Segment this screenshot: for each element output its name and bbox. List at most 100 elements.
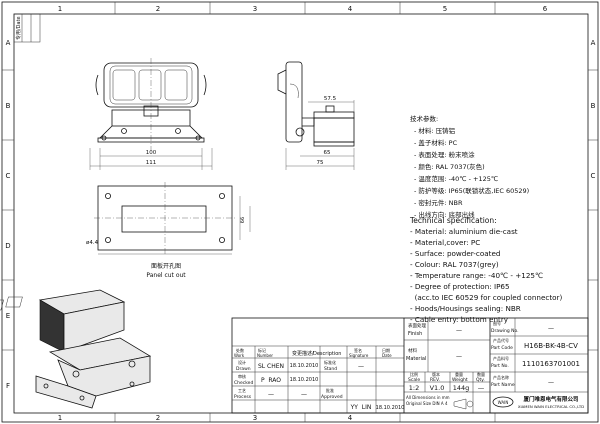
role-approved-cn: 批准: [326, 387, 334, 393]
role-checked-name: P RAO: [261, 377, 281, 384]
spec-en-line-2: - Surface: powder-coated: [410, 249, 500, 258]
margin-vertical-text: 专用/Date: [15, 16, 22, 40]
spec-en-line-5: - Degree of protection: IP65: [410, 282, 510, 291]
dim-note-2: Original Size DIN A 4: [406, 401, 448, 406]
title-block: 表面处理 Finish — 材料 Material — 比例 Scale 1:2…: [231, 317, 589, 414]
spec-en-line-0: - Material: aluminium die-cast: [410, 227, 518, 236]
role-process-date: —: [301, 391, 307, 398]
spec-cn-line-2: - 表面处理: 粉末喷涂: [414, 150, 475, 159]
role-drawn-date: 18.10.2010: [290, 363, 319, 369]
hdr-number-cn: 标记: [258, 347, 266, 353]
role-approved-date: 18.10.2010: [376, 405, 405, 411]
col-number-2: 2: [156, 5, 160, 13]
row-letter-a: A: [6, 39, 11, 47]
part-name-value: —: [548, 379, 554, 386]
row-letter-a-right: A: [591, 39, 596, 47]
role-drawn-extra-en: Stand: [324, 366, 337, 372]
cutout-label-cn: 面板开孔图: [151, 262, 181, 270]
part-no-label-cn: 产品料号: [493, 355, 509, 361]
row-letter-b-right: B: [591, 102, 596, 110]
role-checked-date: 18.10.2010: [290, 377, 319, 383]
dim-width-111: 111: [146, 160, 157, 166]
spec-en-line-4: - Temperature range: -40℃ - +125℃: [410, 271, 543, 280]
role-drawn-extra-val: —: [358, 363, 364, 370]
spec-cn-line-5: - 防护等级: IP65(联锁状态,IEC 60529): [414, 186, 529, 195]
row-letter-d: D: [5, 242, 10, 250]
qty-label-en: Qty.: [476, 377, 485, 383]
weight-value: 144g: [453, 384, 470, 392]
col-number-1-bottom: 1: [58, 414, 62, 422]
material-label-cn: 材料: [408, 347, 417, 354]
scale-value: 1:2: [409, 384, 419, 392]
projection-symbol-icon: [453, 398, 474, 410]
finish-label-en: Finish: [408, 331, 422, 337]
row-letter-b: B: [6, 102, 11, 110]
hdr-work-cn: 处数: [236, 347, 244, 353]
drawing-no-label-en: Drawing No.: [491, 328, 519, 334]
qty-label-cn: 数量: [477, 371, 485, 377]
spec-cn-block: 技术参数: - 材料: 压铸铝 - 盖子材料: PC - 表面处理: 粉末喷涂 …: [410, 114, 529, 219]
role-checked-en: Checked: [234, 380, 253, 386]
spec-cn-line-3: - 颜色: RAL 7037(灰色): [414, 162, 485, 171]
company-logo-icon: WAIN: [492, 396, 514, 408]
hdr-desc-cn: 变更描述/: [292, 350, 314, 357]
hdr-sig-cn: 签名: [354, 347, 362, 353]
drawing-no-value: —: [548, 325, 554, 332]
col-number-4: 4: [348, 5, 353, 13]
scale-label-cn: 比例: [410, 371, 418, 377]
dim-width-100: 100: [146, 150, 157, 156]
col-number-6: 6: [543, 5, 548, 13]
col-number-4-bottom: 4: [348, 414, 353, 422]
scale-label-en: Scale: [408, 377, 420, 383]
finish-value: —: [456, 327, 462, 334]
spec-cn-line-6: - 密封元件: NBR: [414, 198, 463, 207]
rev-label-en: REV.: [430, 377, 440, 383]
part-code-value: H16B-BK-4B-CV: [524, 342, 578, 350]
row-letter-c-right: C: [591, 172, 596, 180]
spec-cn-title: 技术参数:: [410, 114, 438, 123]
role-drawn-en: Drawn: [236, 366, 251, 372]
dim-side-65: 65: [324, 150, 331, 156]
col-number-3: 3: [253, 5, 257, 13]
part-name-label-en: Part Name: [491, 382, 515, 388]
row-letter-e: E: [6, 312, 10, 320]
spec-cn-line-4: - 温度范围: -40℃ - +125℃: [414, 174, 498, 183]
spec-en-line-7: - Hoods/Housings sealing: NBR: [410, 304, 521, 313]
spec-cn-line-1: - 盖子材料: PC: [414, 138, 458, 147]
hdr-number-en: Number: [257, 353, 273, 358]
role-drawn-extra-cn: 标准化: [324, 359, 336, 365]
rev-label-cn: 版本: [432, 371, 440, 377]
role-drawn-name: SL CHEN: [258, 363, 284, 370]
material-value: —: [456, 353, 462, 360]
role-process-name: —: [268, 391, 274, 398]
part-code-label-en: Part Code: [491, 345, 513, 351]
role-approved-name: YY LIN: [350, 404, 372, 411]
hdr-desc-en: Description: [313, 351, 341, 357]
isometric-view: [0, 289, 152, 409]
dim-hole: ø4.4: [86, 240, 99, 246]
cutout-label-en: Panel cut out: [146, 272, 186, 279]
hdr-date-cn: 日期: [382, 347, 390, 353]
hdr-date-en: Date: [382, 353, 392, 358]
dim-depth-57-5: 57.5: [324, 96, 337, 102]
weight-label-en: Weight: [452, 377, 468, 383]
margin-date-box: 专用/Date: [13, 13, 41, 43]
role-process-en: Process: [234, 394, 252, 400]
spec-cn-line-7: - 出线方向: 底部出线: [414, 210, 475, 219]
company-name-cn: 厦门唯恩电气有限公司: [523, 395, 578, 403]
front-view: 100 111: [89, 58, 213, 170]
part-name-label-cn: 产品名称: [493, 374, 509, 380]
side-view: 57.5 65 75: [277, 61, 355, 170]
spec-en-block: Technical specification: - Material: alu…: [409, 216, 562, 324]
finish-label-cn: 表面处理: [408, 322, 426, 329]
col-number-2-bottom: 2: [156, 414, 160, 422]
role-drawn-cn: 设计: [238, 359, 246, 365]
hdr-sig-en: Signature: [349, 353, 369, 358]
role-approved-en: Approved: [321, 394, 343, 400]
drawing-no-label-cn: 图号: [493, 320, 501, 326]
part-no-label-en: Part No.: [491, 363, 509, 369]
rev-value: V1.0: [430, 384, 445, 392]
part-no-value: 1110163701001: [522, 360, 580, 368]
role-process-cn: 工艺: [238, 388, 246, 393]
